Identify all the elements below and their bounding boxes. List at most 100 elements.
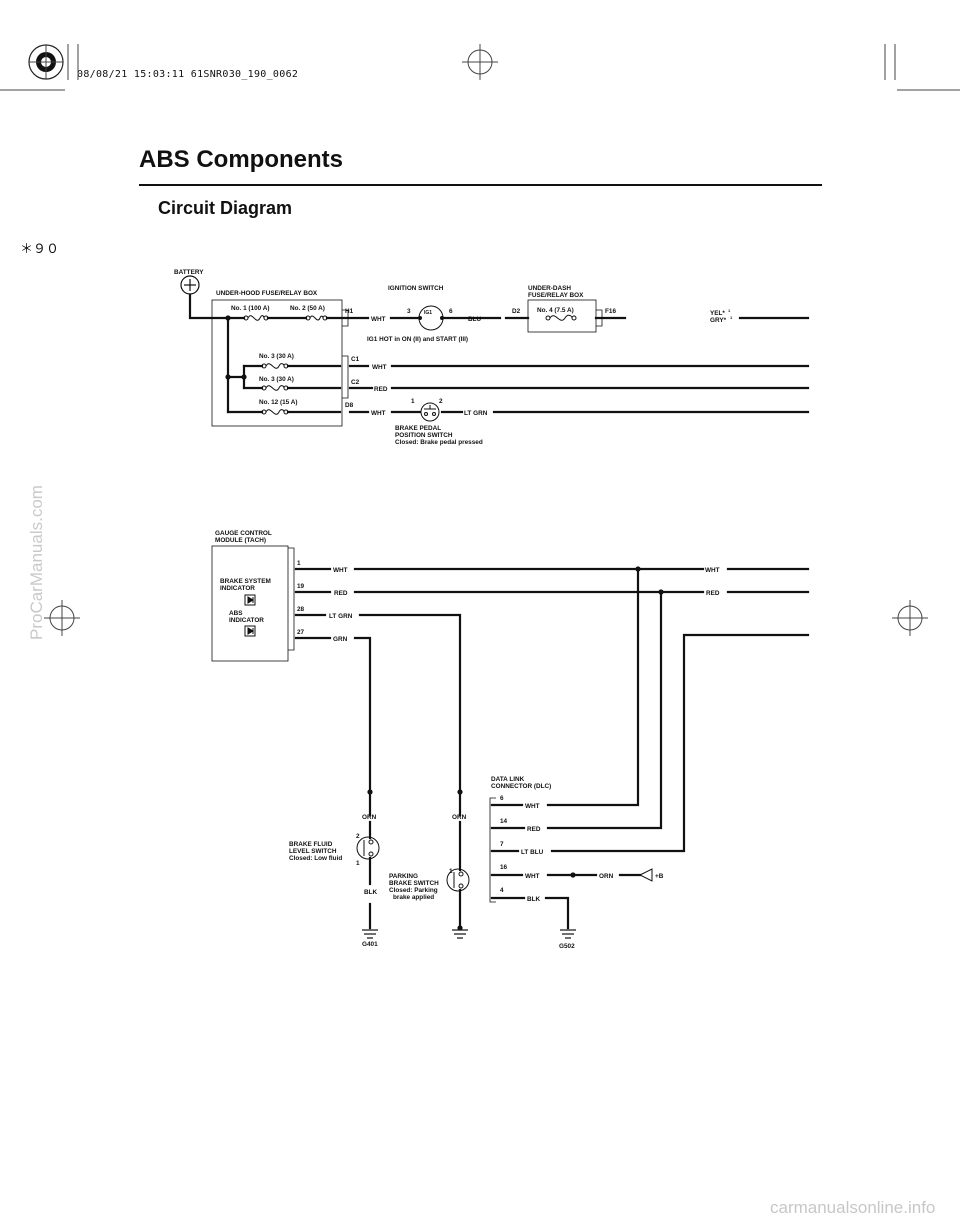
wire-ltgrn-bps: LT GRN <box>464 410 488 417</box>
gcm-label-2: MODULE (TACH) <box>215 537 266 544</box>
underhood-box-label: UNDER-HOOD FUSE/RELAY BOX <box>216 290 318 297</box>
gcm-pin-1: 1 <box>297 560 301 567</box>
splice-points <box>225 315 664 931</box>
page-title: ABS Components <box>139 146 343 173</box>
ignition-switch-icon <box>418 305 444 331</box>
underdash-box-label-2: FUSE/RELAY BOX <box>528 292 584 299</box>
wire-yel-sup: 1 <box>728 308 731 313</box>
abs-indicator-label-2: INDICATOR <box>229 617 264 624</box>
wire-wht-right: WHT <box>705 567 720 574</box>
connector-d2-label: D2 <box>512 308 521 315</box>
pbs-label-4: brake applied <box>393 894 434 901</box>
brake-system-indicator-icon <box>244 594 256 606</box>
fuse-no3b-label: No. 3 (30 A) <box>259 376 294 383</box>
dlc-wire-ltblu-7: LT BLU <box>521 849 544 856</box>
bps-label-2: POSITION SWITCH <box>395 432 453 439</box>
wire-orn-left: ORN <box>362 814 377 821</box>
dlc-label-2: CONNECTOR (DLC) <box>491 783 551 790</box>
wire-grn-g27: GRN <box>333 636 348 643</box>
bfl-pin-1: 1 <box>356 860 360 867</box>
bsi-label-2: INDICATOR <box>220 585 255 592</box>
ig-pin-3: 3 <box>407 308 411 315</box>
diagram-labels: BATTERY UNDER-HOOD FUSE/RELAY BOX No. 1 … <box>174 269 733 950</box>
battery-label: BATTERY <box>174 269 204 276</box>
underdash-fuse-box <box>527 299 597 333</box>
footer-watermark: carmanualsonline.info <box>770 1198 936 1217</box>
fuse-no12-icon <box>261 409 289 415</box>
fuse-no1-label: No. 1 (100 A) <box>231 305 269 312</box>
connector-h1-label: H1 <box>345 308 354 315</box>
ground-parking-icon <box>452 929 468 939</box>
wire-yel-label: YEL* <box>710 310 725 317</box>
plus-b-arrow-icon <box>638 868 653 882</box>
brake-pedal-switch-icon <box>420 402 440 422</box>
wire-wht-d8: WHT <box>371 410 386 417</box>
bps-pin-2: 2 <box>439 398 443 405</box>
dlc-pin-6: 6 <box>500 795 504 802</box>
brake-fluid-switch-icon <box>356 836 380 860</box>
wire-orn-right: ORN <box>452 814 467 821</box>
connector-c1-label: C1 <box>351 356 360 363</box>
pbs-pin-1: 1 <box>449 868 453 875</box>
dlc-pin-4: 4 <box>500 887 504 894</box>
dlc-wire-wht-16: WHT <box>525 873 540 880</box>
title-rule <box>139 184 822 186</box>
fuse-no2-label: No. 2 (50 A) <box>290 305 325 312</box>
pbs-label-2: BRAKE SWITCH <box>389 880 439 887</box>
print-stamp: 08/08/21 15:03:11 61SNR030_190_0062 <box>77 69 299 80</box>
wire-red-g19: RED <box>334 590 348 597</box>
ignition-switch-label: IGNITION SWITCH <box>388 285 444 292</box>
dlc-wire-wht-6: WHT <box>525 803 540 810</box>
registration-target-icon <box>28 44 64 80</box>
dlc-pin-7: 7 <box>500 841 504 848</box>
bfl-label-2: LEVEL SWITCH <box>289 848 337 855</box>
bfl-label-3: Closed: Low fluid <box>289 855 342 862</box>
bps-label-1: BRAKE PEDAL <box>395 425 441 432</box>
fuse-no1-icon <box>243 315 269 321</box>
gauge-control-module <box>211 545 289 662</box>
gcm-pin-19: 19 <box>297 583 305 590</box>
page-reference: ＊９０ <box>20 242 60 257</box>
bfl-label-1: BRAKE FLUID <box>289 841 333 848</box>
wire-red-c2: RED <box>374 386 388 393</box>
connector-c2-label: C2 <box>351 379 360 386</box>
dlc-wire-blk-4: BLK <box>527 896 541 903</box>
wire-ltgrn-g28: LT GRN <box>329 613 353 620</box>
ground-g401-icon <box>362 929 378 939</box>
fuse-no4-label: No. 4 (7.5 A) <box>537 307 574 314</box>
ground-g502-icon <box>560 929 576 939</box>
plus-b-label: +B <box>655 873 664 880</box>
bfl-pin-2: 2 <box>356 833 360 840</box>
ig1-label: IG1 <box>424 310 432 316</box>
wire-blk-bfl: BLK <box>364 889 378 896</box>
gcm-label-1: GAUGE CONTROL <box>215 530 272 537</box>
section-title: Circuit Diagram <box>158 198 293 218</box>
dlc-wire-orn-16: ORN <box>599 873 614 880</box>
wire-wht-g1: WHT <box>333 567 348 574</box>
fuse-no3a-label: No. 3 (30 A) <box>259 353 294 360</box>
fuse-no12-label: No. 12 (15 A) <box>259 399 297 406</box>
parking-brake-switch-icon <box>446 868 470 892</box>
dlc-wire-red-14: RED <box>527 826 541 833</box>
wire-red-right: RED <box>706 590 720 597</box>
fuse-no4-icon <box>545 314 577 321</box>
battery-icon <box>180 275 200 295</box>
abs-indicator-icon <box>244 625 256 637</box>
underhood-fuse-box <box>211 299 343 427</box>
dlc-pin-16: 16 <box>500 864 508 871</box>
wire-wht-h1: WHT <box>371 316 386 323</box>
ig-pin-6: 6 <box>449 308 453 315</box>
pbs-label-1: PARKING <box>389 873 418 880</box>
wire-gry-sup: 1 <box>730 315 733 320</box>
pbs-label-3: Closed: Parking <box>389 887 438 894</box>
wire-blu: BLU <box>468 316 482 323</box>
dlc-pin-14: 14 <box>500 818 508 825</box>
fuse-no2-icon <box>305 315 328 321</box>
ig1-note: IG1 HOT in ON (II) and START (III) <box>367 336 468 343</box>
abs-indicator-label-1: ABS <box>229 610 243 617</box>
gcm-pin-27: 27 <box>297 629 305 636</box>
wire-gry-label: GRY* <box>710 317 727 324</box>
wiring <box>188 293 810 930</box>
wire-wht-c1: WHT <box>372 364 387 371</box>
